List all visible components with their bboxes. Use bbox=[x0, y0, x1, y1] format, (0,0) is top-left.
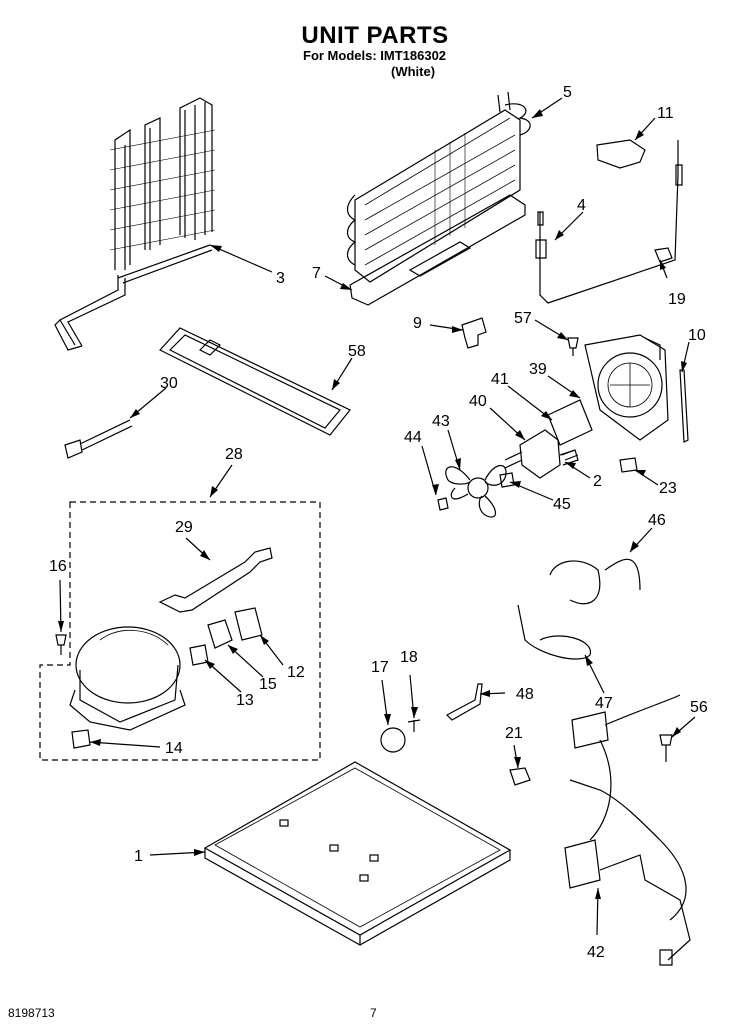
callout-15: 15 bbox=[259, 676, 277, 693]
callout-17: 17 bbox=[371, 659, 389, 676]
part-41-bracket bbox=[547, 399, 593, 446]
fan-blade bbox=[445, 464, 507, 518]
callout-2: 2 bbox=[593, 473, 602, 490]
part-10-strip bbox=[679, 369, 689, 443]
callout-3: 3 bbox=[276, 270, 285, 287]
callout-43: 43 bbox=[432, 413, 450, 430]
part-21-nut bbox=[509, 767, 531, 786]
part-12-cover bbox=[234, 607, 263, 641]
callout-58: 58 bbox=[348, 343, 366, 360]
callout-42: 42 bbox=[587, 944, 605, 961]
drain-pan bbox=[159, 327, 351, 436]
part-30-strap bbox=[64, 419, 133, 459]
part-14-grommet bbox=[71, 729, 91, 749]
callout-48: 48 bbox=[516, 686, 534, 703]
filter-drier bbox=[158, 547, 273, 613]
models-line: For Models: IMT186302 bbox=[303, 48, 447, 63]
part-56-screw bbox=[659, 734, 673, 762]
callout-9: 9 bbox=[413, 315, 422, 332]
kit-outline bbox=[39, 501, 321, 761]
condenser-coil bbox=[54, 97, 216, 351]
callout-1: 1 bbox=[134, 848, 143, 865]
callout-11: 11 bbox=[657, 105, 674, 122]
page-title: UNIT PARTS bbox=[301, 22, 449, 49]
doc-number: 8198713 bbox=[8, 1006, 55, 1020]
part-18-screw bbox=[407, 719, 421, 732]
color-line: (White) bbox=[391, 64, 436, 79]
part-15-relay bbox=[207, 619, 233, 649]
callout-30: 30 bbox=[160, 375, 178, 392]
callout-46: 46 bbox=[648, 512, 666, 529]
part-16-screw bbox=[55, 634, 67, 655]
leader-arrowheads bbox=[58, 109, 687, 899]
wire-harness bbox=[564, 694, 691, 966]
part-11-cover bbox=[596, 139, 646, 169]
tube-47 bbox=[517, 604, 591, 660]
callout-41: 41 bbox=[491, 371, 509, 388]
part-23-grommet bbox=[619, 457, 638, 473]
callout-12: 12 bbox=[287, 664, 305, 681]
callout-numbers: 5 11 4 3 7 19 9 57 10 58 30 39 41 40 43 … bbox=[49, 84, 708, 961]
callout-45: 45 bbox=[553, 496, 571, 513]
part-9-bracket bbox=[461, 317, 487, 349]
callout-28: 28 bbox=[225, 446, 243, 463]
callout-18: 18 bbox=[400, 649, 418, 666]
callout-39: 39 bbox=[529, 361, 547, 378]
callout-13: 13 bbox=[236, 692, 254, 709]
part-13-overload bbox=[189, 644, 209, 666]
callout-57: 57 bbox=[514, 310, 532, 327]
compressor bbox=[69, 626, 186, 731]
part-2-screw bbox=[561, 449, 579, 461]
leader-lines bbox=[59, 97, 696, 936]
callout-10: 10 bbox=[688, 327, 706, 344]
fan-motor bbox=[504, 429, 579, 479]
part-17-roller bbox=[380, 727, 406, 753]
part-48-bracket bbox=[446, 683, 483, 721]
callout-21: 21 bbox=[505, 725, 523, 742]
part-44-clip bbox=[437, 497, 449, 511]
callout-40: 40 bbox=[469, 393, 487, 410]
callout-19: 19 bbox=[668, 291, 686, 308]
callout-4: 4 bbox=[577, 197, 586, 214]
page-number: 7 bbox=[370, 1006, 377, 1020]
callout-7: 7 bbox=[312, 265, 321, 282]
part-57-screw bbox=[567, 337, 579, 356]
evaporator bbox=[346, 91, 531, 306]
callout-14: 14 bbox=[165, 740, 183, 757]
callout-44: 44 bbox=[404, 429, 422, 446]
callout-56: 56 bbox=[690, 699, 708, 716]
callout-16: 16 bbox=[49, 558, 67, 575]
tube-46 bbox=[549, 558, 641, 605]
callout-47: 47 bbox=[595, 695, 613, 712]
fan-shroud bbox=[584, 334, 669, 441]
part-45-nut bbox=[499, 472, 515, 488]
defrost-sensor-wire bbox=[535, 140, 683, 304]
callout-5: 5 bbox=[563, 84, 572, 101]
callout-23: 23 bbox=[659, 480, 677, 497]
base-frame bbox=[203, 761, 512, 947]
callout-29: 29 bbox=[175, 519, 193, 536]
